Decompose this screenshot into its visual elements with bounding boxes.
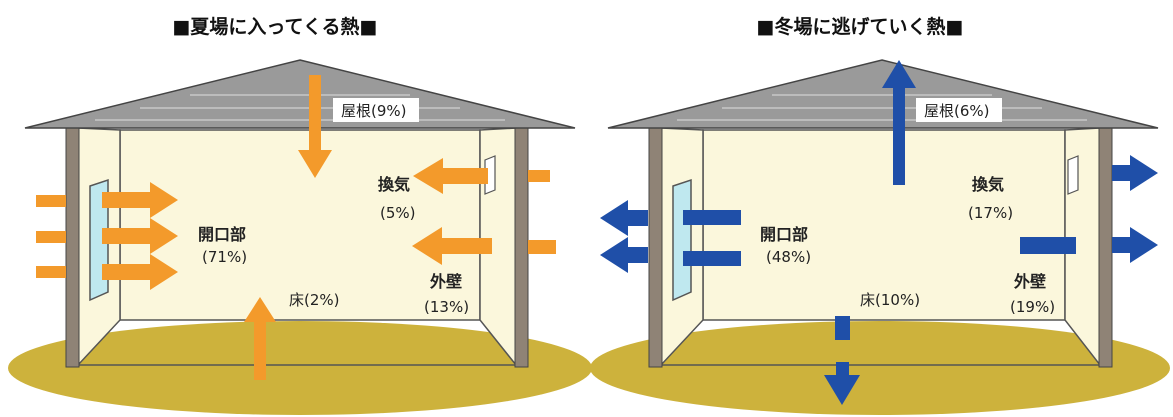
winter-ground [590,321,1170,415]
summer-wall-arrow [412,227,492,265]
summer-opening-stub [36,195,66,207]
summer-roof-label-box [333,98,419,122]
summer-opening-arrow [102,254,178,290]
winter-opening-arrow [600,237,648,273]
summer-openings-name: 開口部 [198,225,246,244]
winter-vent-pct: (17%) [968,204,1013,222]
winter-roof-label: 屋根(6%) [924,102,990,120]
summer-vent-name: 換気 [378,175,410,194]
summer-ground [8,321,592,415]
winter-floor-stub [836,362,849,376]
winter-window [672,178,692,302]
winter-vent-arrow [1112,155,1158,191]
winter-openings-pct: (48%) [766,248,811,266]
summer-floor-arrow [244,297,276,380]
winter-roof [607,59,1159,129]
summer-title: ■夏場に入ってくる熱■ [172,16,378,38]
winter-vent [1067,155,1079,195]
summer-roof [24,59,576,129]
winter-house: 屋根(6%) 換気 (17%) 開口部 (48%) 床(10%) 外壁 (19%… [590,59,1170,415]
winter-left-pillar [648,127,663,368]
winter-wall-name: 外壁 [1013,272,1046,291]
winter-wall-bar [1020,237,1076,254]
winter-back-wall [702,129,1066,321]
summer-opening-arrow [102,182,178,218]
summer-roof-label: 屋根(9%) [341,102,407,120]
summer-floor-label: 床(2%) [289,291,340,309]
summer-wall-pct: (13%) [424,298,469,316]
summer-vent-pct: (5%) [380,204,416,222]
summer-back-wall [119,129,481,321]
winter-wall-arrow [1112,227,1158,263]
winter-roof-arrow [882,60,916,185]
summer-vent-stub [528,170,550,182]
summer-left-pillar [65,127,80,368]
summer-house: 屋根(9%) 換気 (5%) 開口部 (71%) 床(2%) 外壁 (13%) [8,59,592,415]
winter-wall-pct: (19%) [1010,298,1055,316]
winter-opening-bar [683,251,741,266]
winter-arrows [600,60,1158,405]
winter-floor-label: 床(10%) [860,291,920,309]
summer-opening-arrow [102,218,178,254]
winter-vent-name: 換気 [972,175,1004,194]
winter-floor-bar [835,316,850,340]
summer-opening-stub [36,231,66,243]
winter-roof-label-box [916,98,1002,122]
summer-vent-arrow [413,158,488,194]
winter-opening-bar [683,210,741,225]
winter-title: ■冬場に逃げていく熱■ [756,16,964,38]
summer-arrows [36,75,556,380]
summer-roof-arrow [298,75,332,178]
winter-opening-arrow [600,200,648,236]
summer-opening-stub [36,266,66,278]
summer-openings-pct: (71%) [202,248,247,266]
summer-wall-stub [528,240,556,254]
summer-right-pillar [514,127,529,368]
winter-floor-arrow [824,375,860,405]
winter-openings-name: 開口部 [760,225,808,244]
summer-wall-name: 外壁 [429,272,462,291]
winter-right-pillar [1098,127,1113,368]
